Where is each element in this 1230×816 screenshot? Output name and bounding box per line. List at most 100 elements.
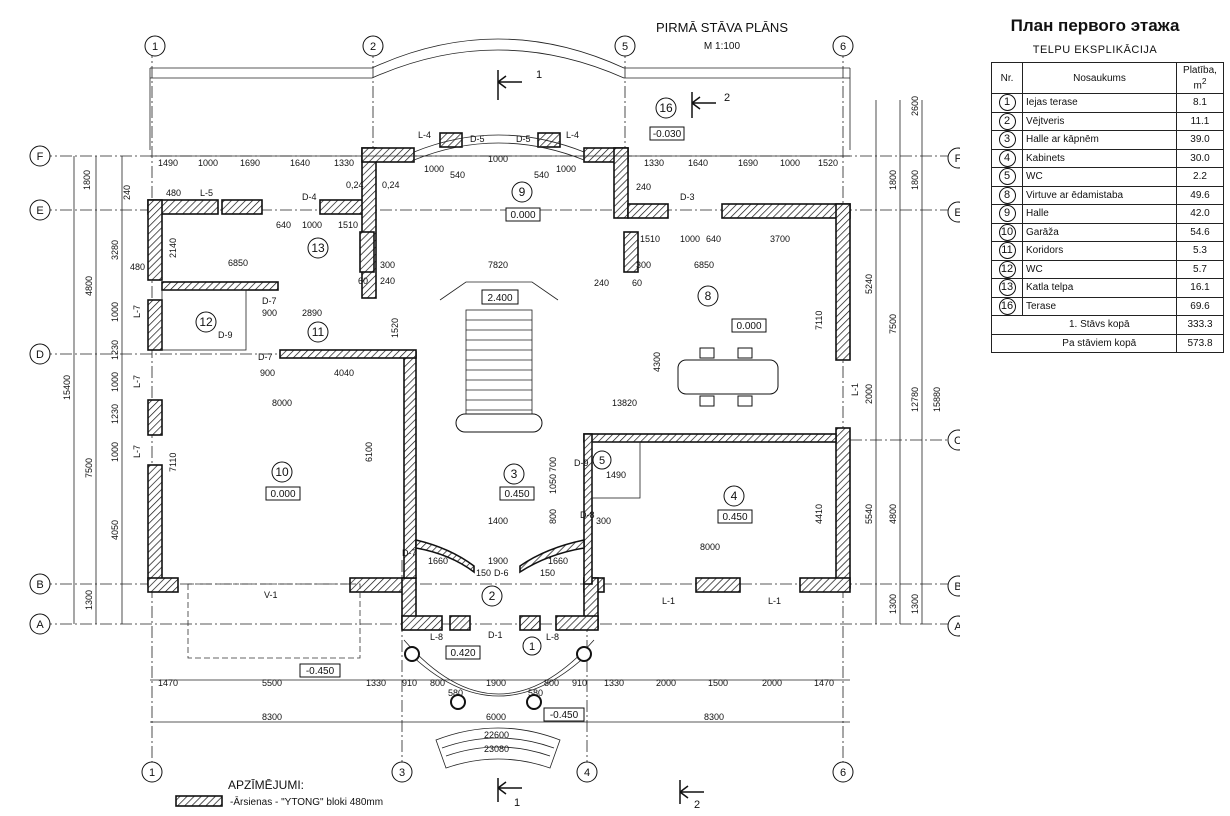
room-name: Koridors [1022, 241, 1177, 261]
svg-text:L-4: L-4 [566, 130, 579, 140]
room-area: 16.1 [1176, 278, 1224, 298]
svg-text:L-4: L-4 [418, 130, 431, 140]
svg-text:7500: 7500 [84, 458, 94, 478]
col-area: Platība,m2 [1176, 62, 1224, 94]
level-terrace: -0.450 [306, 666, 335, 677]
svg-text:1000: 1000 [302, 220, 322, 230]
room-name: WC [1022, 167, 1177, 187]
svg-text:1300: 1300 [910, 594, 920, 614]
svg-text:1660: 1660 [548, 556, 568, 566]
svg-text:L-5: L-5 [200, 188, 213, 198]
svg-text:1400: 1400 [488, 516, 508, 526]
svg-text:D-3: D-3 [680, 192, 695, 202]
svg-text:0,24: 0,24 [382, 180, 400, 190]
svg-text:5: 5 [622, 41, 628, 53]
svg-text:0.000: 0.000 [510, 210, 535, 221]
axis-markers-bottom: 1 3 4 6 [141, 761, 854, 783]
total-all-row: Pa stāviem kopā 573.8 [991, 333, 1224, 353]
svg-text:1900: 1900 [486, 678, 506, 688]
room-name: Kabinets [1022, 148, 1177, 168]
svg-text:15880: 15880 [932, 387, 942, 412]
svg-text:A: A [954, 621, 960, 633]
room-number: 2 [998, 112, 1016, 130]
room-area: 5.3 [1176, 241, 1224, 261]
svg-text:15400: 15400 [62, 375, 72, 400]
svg-text:2: 2 [370, 41, 376, 53]
svg-text:D-4: D-4 [302, 192, 317, 202]
room-number: 12 [998, 260, 1016, 278]
svg-text:D-7: D-7 [402, 548, 417, 558]
svg-text:16: 16 [659, 101, 673, 115]
room-name: Katla telpa [1022, 278, 1177, 298]
dining-table [677, 347, 779, 407]
room-name: Iejas terase [1022, 93, 1177, 113]
room-number: 16 [998, 297, 1016, 315]
svg-text:1330: 1330 [334, 158, 354, 168]
svg-text:300: 300 [636, 260, 651, 270]
svg-text:1330: 1330 [604, 678, 624, 688]
svg-text:1300: 1300 [888, 594, 898, 614]
svg-text:4800: 4800 [84, 276, 94, 296]
svg-text:3280: 3280 [110, 240, 120, 260]
svg-text:1690: 1690 [240, 158, 260, 168]
svg-text:4410: 4410 [814, 504, 824, 524]
svg-text:2890: 2890 [302, 308, 322, 318]
dims-right: 2600 1800 1800 5240 7500 2000 12780 1588… [864, 96, 942, 614]
svg-text:1000: 1000 [110, 442, 120, 462]
svg-text:1330: 1330 [366, 678, 386, 688]
svg-text:1000: 1000 [680, 234, 700, 244]
svg-text:F: F [37, 151, 44, 163]
svg-text:2000: 2000 [864, 384, 874, 404]
svg-text:9: 9 [519, 185, 526, 199]
svg-text:4040: 4040 [334, 368, 354, 378]
axis-markers-side: F E D B A F E C B A [29, 145, 960, 637]
svg-text:0.000: 0.000 [736, 321, 761, 332]
svg-text:L-1: L-1 [768, 596, 781, 606]
room-name: Halle ar kāpnēm [1022, 130, 1177, 150]
svg-text:800: 800 [430, 678, 445, 688]
svg-text:L-1: L-1 [850, 383, 860, 396]
total-floor-row: 1. Stāvs kopā 333.3 [991, 315, 1224, 335]
svg-text:1230: 1230 [110, 404, 120, 424]
svg-text:640: 640 [276, 220, 291, 230]
svg-text:7110: 7110 [168, 453, 178, 472]
room-area: 5.7 [1176, 259, 1224, 279]
svg-text:150: 150 [476, 568, 491, 578]
svg-text:480: 480 [130, 262, 145, 272]
svg-text:900: 900 [262, 308, 277, 318]
svg-text:6: 6 [840, 41, 846, 53]
svg-text:1660: 1660 [428, 556, 448, 566]
svg-text:1640: 1640 [290, 158, 310, 168]
svg-text:0,24: 0,24 [346, 180, 364, 190]
svg-text:D-8: D-8 [580, 510, 595, 520]
svg-text:150: 150 [540, 568, 555, 578]
svg-text:L-7: L-7 [132, 445, 142, 458]
dims-inner: 6850 7820 6850 640 1000 1510 1510 1000 6… [130, 154, 824, 698]
svg-text:1640: 1640 [688, 158, 708, 168]
svg-text:300: 300 [596, 516, 611, 526]
svg-text:2: 2 [724, 92, 730, 104]
room-area: 54.6 [1176, 222, 1224, 242]
svg-text:E: E [954, 207, 960, 219]
svg-text:1000: 1000 [110, 302, 120, 322]
col-nr: Nr. [991, 62, 1023, 94]
svg-text:1690: 1690 [738, 158, 758, 168]
svg-text:13820: 13820 [612, 398, 637, 408]
room-name: Halle [1022, 204, 1177, 224]
room-number: 10 [998, 223, 1016, 241]
axis-markers-top: 1 2 5 6 [144, 35, 854, 57]
svg-text:6100: 6100 [364, 442, 374, 462]
svg-text:7110: 7110 [814, 311, 824, 330]
svg-text:1000: 1000 [424, 164, 444, 174]
svg-text:E: E [36, 205, 43, 217]
room-number: 3 [998, 131, 1016, 149]
svg-text:1800: 1800 [888, 170, 898, 190]
svg-text:0.450: 0.450 [722, 512, 747, 523]
svg-text:1300: 1300 [84, 590, 94, 610]
dim-8300-left: 8300 [262, 712, 282, 722]
stair-level: 2.400 [487, 293, 512, 304]
legend-wall-swatch [175, 795, 223, 807]
